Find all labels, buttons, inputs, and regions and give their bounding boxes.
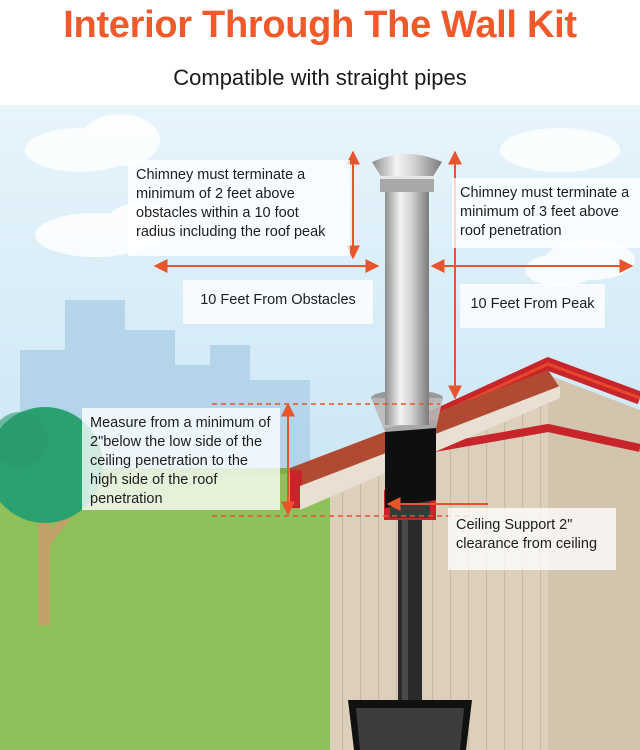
penetration-rule-label: Chimney must terminate a minimum of 3 fe… [452, 178, 640, 248]
page-title: Interior Through The Wall Kit [63, 4, 577, 46]
ceiling-support-label: Ceiling Support 2" clearance from ceilin… [448, 508, 616, 570]
tree [0, 407, 103, 625]
page-subtitle: Compatible with straight pipes [173, 65, 467, 90]
feet-from-peak-label: 10 Feet From Peak [460, 284, 605, 328]
obstacle-rule-label: Chimney must terminate a minimum of 2 fe… [128, 160, 350, 256]
stove [348, 700, 472, 750]
measure-rule-label: Measure from a minimum of 2"below the lo… [82, 408, 280, 510]
measurement-arrows [153, 150, 634, 516]
dashed-guides [212, 403, 470, 517]
chimney-pipe [371, 154, 443, 715]
feet-from-obstacles-label: 10 Feet From Obstacles [183, 280, 373, 324]
